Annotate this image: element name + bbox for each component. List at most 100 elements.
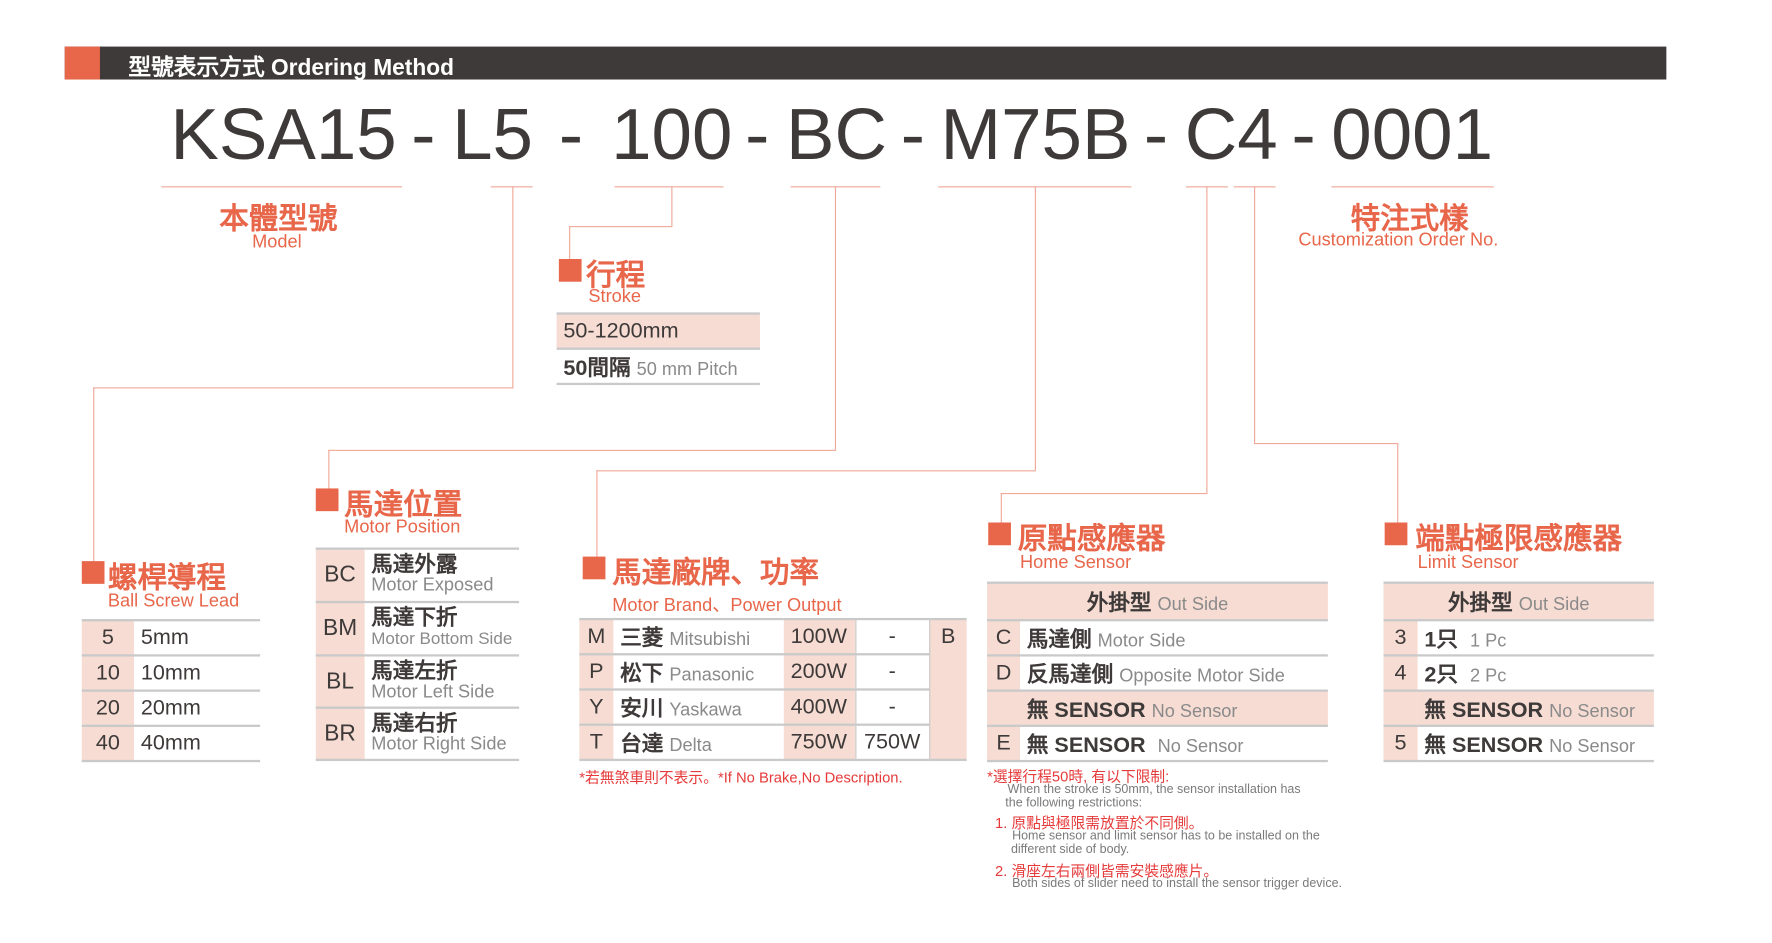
home-head-zh: 外掛型: [1086, 591, 1152, 616]
model-subtitle: Model: [252, 232, 302, 253]
brand-brake-power: -: [854, 617, 930, 656]
connector: [1034, 186, 1036, 471]
brand-brake-power: -: [854, 689, 930, 726]
brand-en: Panasonic: [669, 665, 755, 685]
connector: [569, 226, 571, 259]
brand-code: P: [579, 654, 614, 691]
connector: [1206, 186, 1208, 493]
home-en: Motor Side: [1097, 631, 1186, 651]
connector: [93, 387, 514, 389]
lead-value: 20mm: [134, 690, 261, 727]
connector: [569, 226, 673, 228]
position-zh: 馬達外露: [371, 553, 458, 578]
header-accent: [64, 46, 100, 80]
home-code: D: [987, 655, 1021, 692]
home-none-en: No Sensor: [1151, 701, 1238, 722]
brand-note: *若無煞車則不表示。*If No Brake,No Description.: [579, 769, 903, 787]
note-2: 2. 滑座左右兩側皆需安裝感應片。: [995, 862, 1219, 880]
home-none-zh: 無 SENSOR: [1026, 698, 1146, 723]
position-subtitle: Motor Position: [344, 517, 461, 538]
brand-code: Y: [579, 689, 614, 726]
limit-code: 3: [1383, 620, 1418, 657]
lead-code: 20: [81, 690, 135, 727]
code-sensor: C4: [1184, 93, 1278, 175]
code-sep: -: [900, 93, 925, 175]
stroke-range: 50-1200mm: [556, 312, 760, 350]
limit-head-en: Out Side: [1518, 595, 1590, 615]
custom-title: 特注式樣: [1350, 201, 1469, 236]
stroke-title: 行程: [586, 257, 646, 292]
notes-title-en: the following restrictions:: [1005, 796, 1143, 810]
brand-zh: 台達: [620, 732, 664, 757]
home-none-zh: 無 SENSOR: [1026, 733, 1146, 758]
limit-zh: 1只: [1424, 628, 1459, 653]
connector: [328, 449, 837, 451]
position-code: BC: [315, 547, 365, 604]
lead-title: 螺桿導程: [107, 559, 227, 595]
note-2-en: Both sides of slider need to install the…: [1012, 876, 1342, 891]
note-1-en: Home sensor and limit sensor has to be i…: [1012, 829, 1320, 843]
lead-value: 5mm: [134, 619, 261, 657]
home-title: 原點感應器: [1017, 521, 1166, 556]
code-lead: L5: [452, 93, 533, 175]
brand-subtitle: Motor Brand、Power Output: [612, 596, 842, 616]
position-code: BL: [315, 655, 365, 709]
limit-marker: [1384, 522, 1408, 546]
brand-zh: 三菱: [620, 627, 664, 651]
lead-code: 10: [81, 655, 135, 692]
connector: [1000, 492, 1208, 495]
code-sep: -: [1143, 93, 1169, 175]
home-subtitle: Home Sensor: [1020, 553, 1132, 573]
note-1-en: different side of body.: [1010, 842, 1130, 857]
limit-en: 1 Pc: [1470, 631, 1507, 651]
note-1: 1. 原點與極限需放置於不同側。: [995, 814, 1204, 832]
underline: [161, 186, 403, 188]
limit-none-zh: 無 SENSOR: [1424, 733, 1544, 758]
stroke-subtitle: Stroke: [588, 287, 641, 307]
underline: [490, 186, 533, 188]
code-motor: M75B: [940, 93, 1131, 175]
position-zh: 馬達下折: [371, 606, 458, 631]
brand-zh: 松下: [620, 662, 664, 687]
home-code: E: [987, 725, 1021, 763]
brand-code: M: [579, 617, 614, 656]
home-marker: [988, 522, 1011, 546]
stroke-marker: [558, 258, 582, 282]
limit-title: 端點極限感應器: [1415, 521, 1623, 556]
lead-code: 40: [81, 725, 135, 763]
limit-none-zh: 無 SENSOR: [1424, 698, 1544, 723]
header-title: 型號表示方式 Ordering Method: [128, 55, 454, 81]
brand-marker: [582, 556, 606, 580]
stroke-pitch: 50間隔 50 mm Pitch: [556, 348, 760, 386]
connector: [596, 470, 1036, 472]
header-bar: [64, 46, 1667, 80]
code-sep: -: [411, 93, 436, 175]
lead-value: 10mm: [134, 655, 261, 692]
code-stroke: 100: [611, 93, 733, 175]
brand-en: Yaskawa: [669, 700, 742, 721]
position-code: BM: [315, 602, 365, 657]
connector: [1000, 492, 1002, 523]
home-head-en: Out Side: [1157, 595, 1229, 615]
position-title: 馬達位置: [344, 487, 463, 522]
brand-brake-power: -: [854, 654, 930, 691]
limit-none-en: No Sensor: [1549, 701, 1636, 722]
limit-head-zh: 外掛型: [1447, 591, 1513, 616]
